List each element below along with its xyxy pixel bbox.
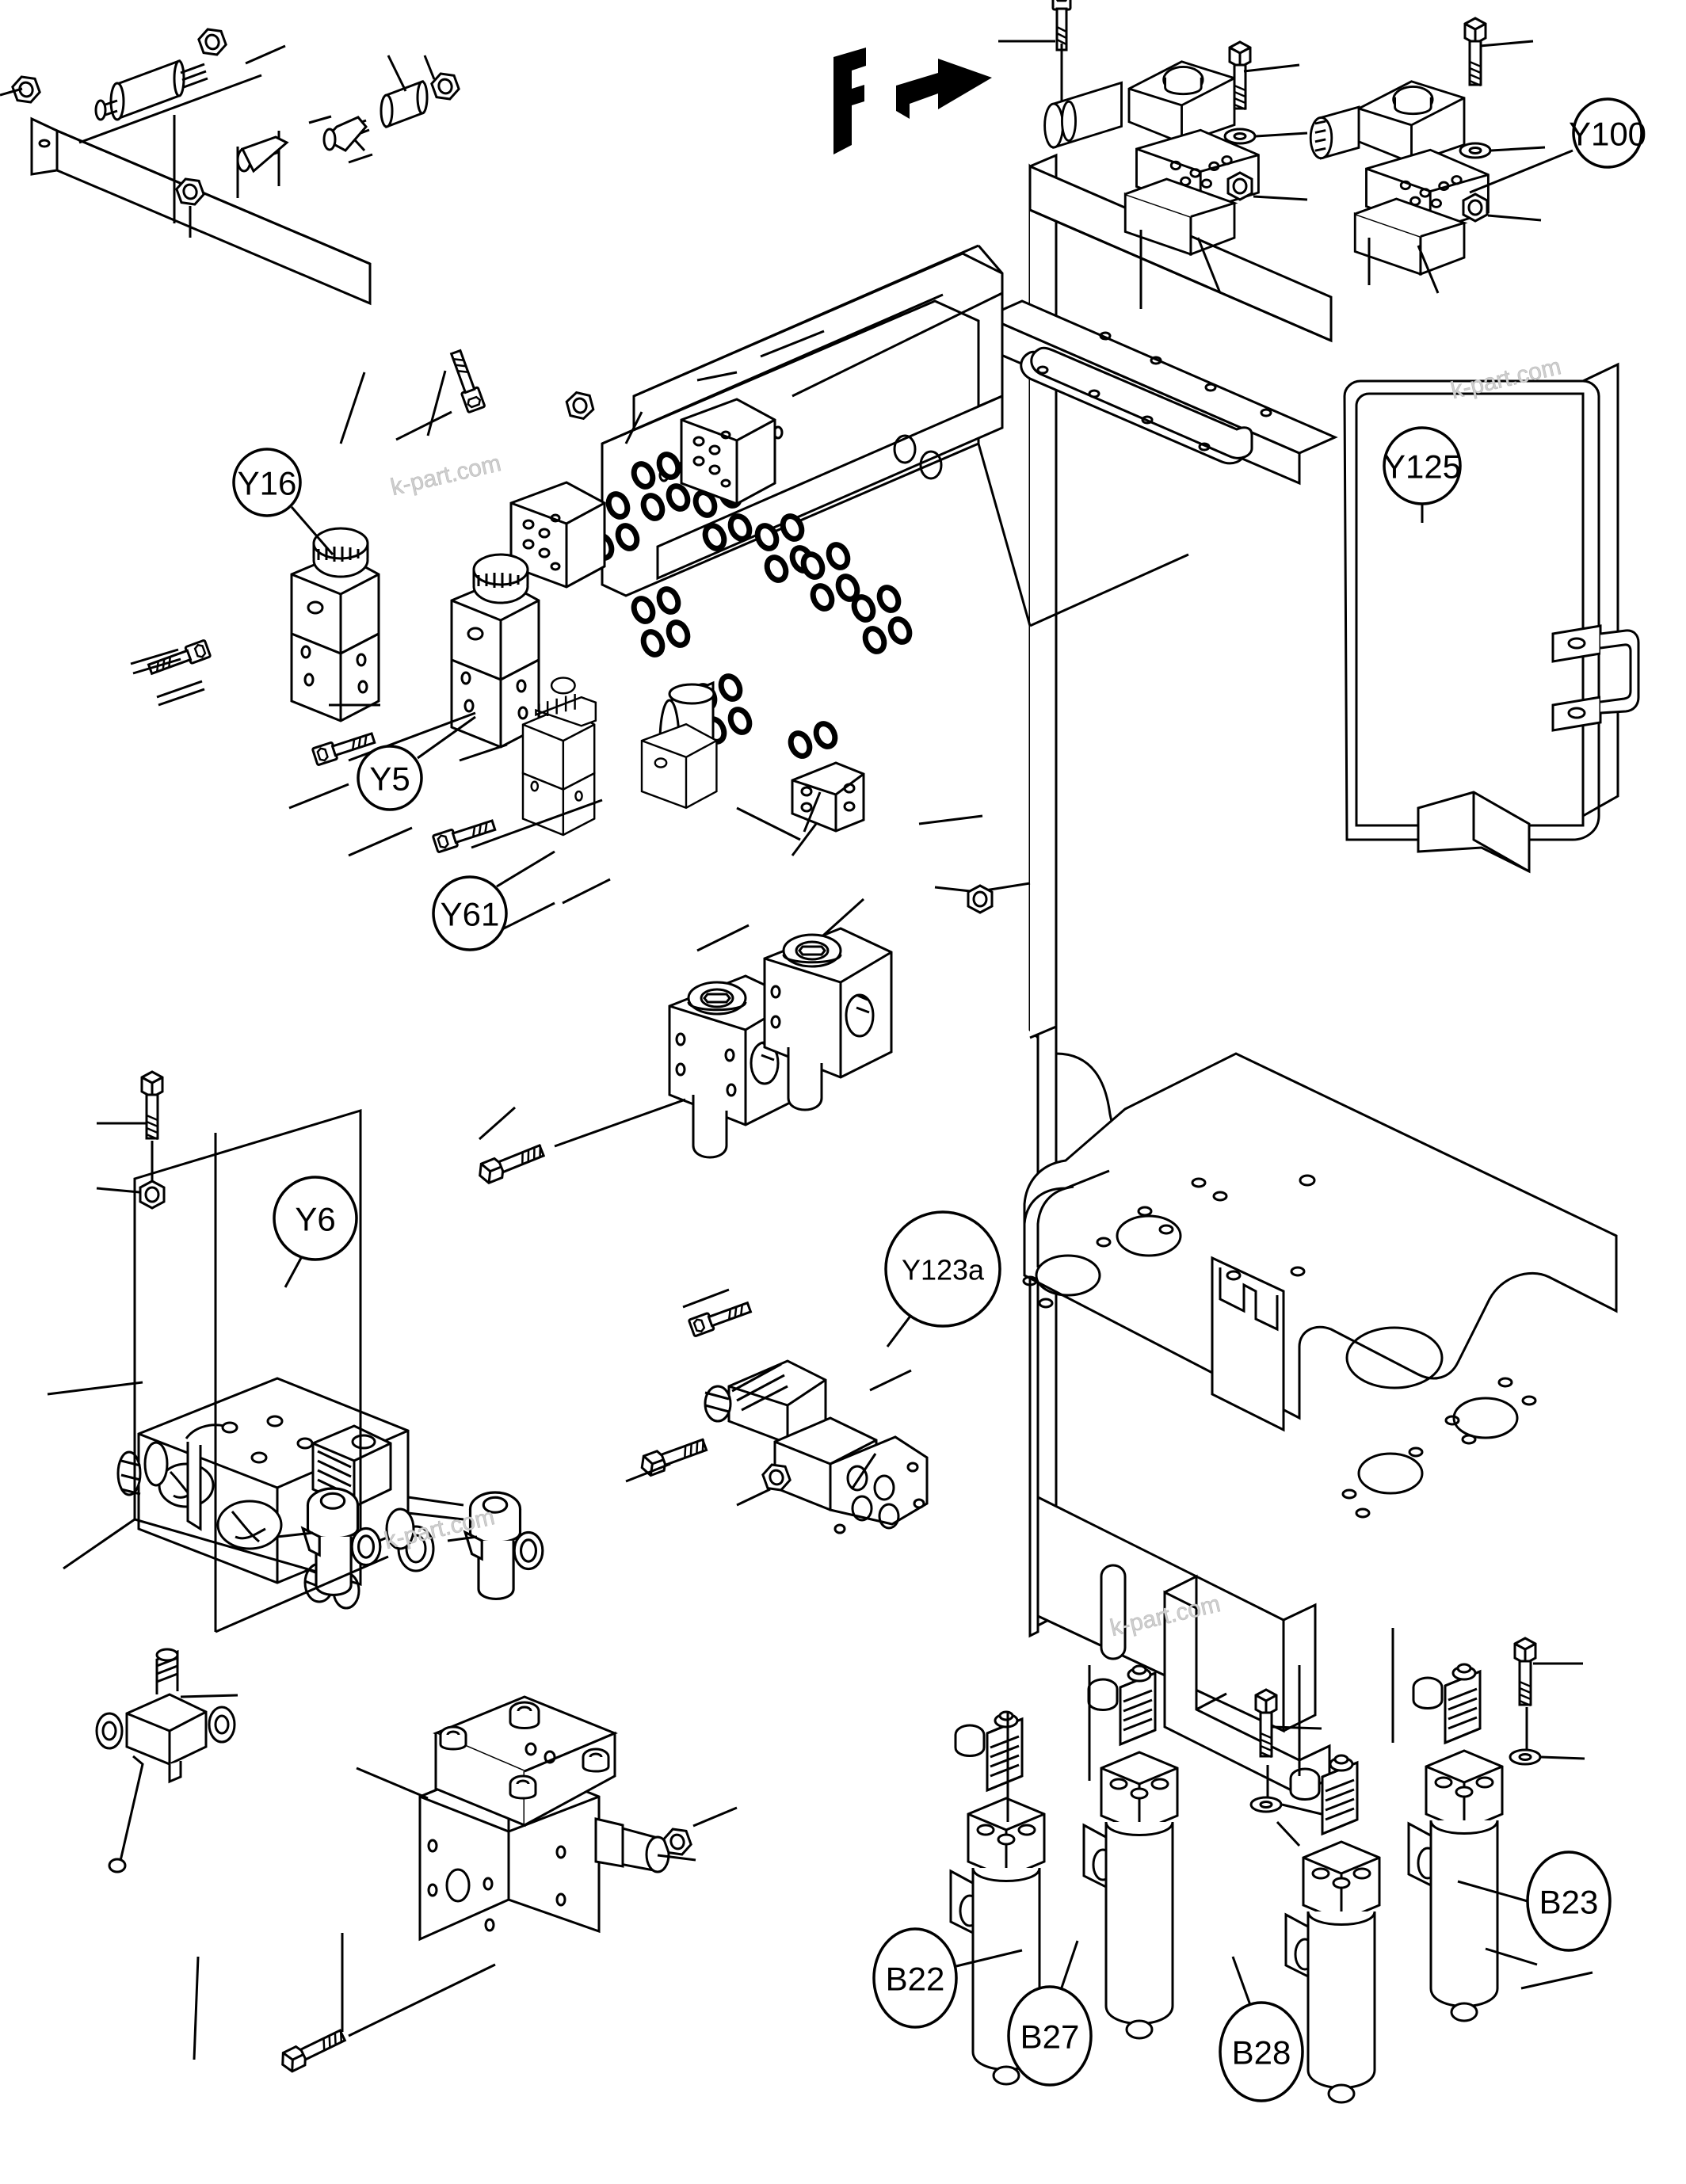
manifold-valve-bank (130, 244, 1189, 936)
solenoid-valve-Y16 (290, 527, 380, 722)
top-right-valve-group (998, 0, 1546, 309)
view-direction-indicator (833, 48, 992, 154)
callout-label: Y100 (1569, 116, 1646, 153)
callout-circle (1526, 1850, 1612, 1952)
callout-label: Y123a (902, 1254, 985, 1286)
callout-balloon-y61[interactable]: Y61 (432, 850, 555, 951)
callout-label: Y6 (295, 1201, 335, 1238)
callout-balloon-y123a[interactable]: Y123a (884, 1210, 1001, 1347)
callout-circle (232, 448, 302, 517)
callout-leader-line (284, 1257, 303, 1288)
callout-balloon-b28[interactable]: B28 (1219, 1956, 1304, 2102)
callout-leader-line (1231, 1956, 1252, 2006)
callout-label: Y5 (369, 760, 410, 798)
callout-label: Y61 (441, 896, 500, 933)
solenoid-valve-Y5 (450, 553, 540, 749)
lower-center-valve-group (625, 1288, 929, 1534)
spacer-and-bolt-group (236, 55, 463, 198)
callout-leader-line (496, 850, 555, 888)
callout-label: B27 (1020, 2018, 1080, 2056)
callout-leader-line (1457, 1880, 1528, 1903)
callout-circle (884, 1210, 1001, 1328)
mid-center-valve-pair (475, 878, 893, 1187)
callout-label: Y16 (238, 465, 297, 502)
callout-circle (1383, 426, 1462, 505)
bottom-left-valve-group (95, 1648, 738, 2075)
callout-leader-line (1059, 1940, 1079, 1991)
callout-circle (1219, 2001, 1304, 2102)
callout-balloon-b22[interactable]: B22 (872, 1927, 1023, 2029)
top-left-rod-assembly (0, 24, 372, 306)
callout-label: B23 (1539, 1884, 1599, 1921)
callout-leader-line (1469, 149, 1573, 194)
callout-label: Y125 (1383, 448, 1461, 486)
callout-balloon-y6[interactable]: Y6 (273, 1176, 358, 1288)
callout-leader-line (417, 715, 476, 760)
callout-leader-line (956, 1949, 1023, 1968)
callout-balloon-b23[interactable]: B23 (1457, 1850, 1612, 1952)
callout-leader-line (290, 506, 334, 555)
callout-balloon-y16[interactable]: Y16 (232, 448, 334, 555)
callout-circle (273, 1176, 358, 1261)
callout-circle (432, 875, 508, 951)
solenoid-valve-Y61 (521, 677, 597, 837)
callout-circle (1572, 97, 1643, 169)
callout-label: B28 (1232, 2034, 1291, 2072)
callout-balloon-b27[interactable]: B27 (1007, 1940, 1093, 2087)
callout-balloon-y5[interactable]: Y5 (357, 715, 476, 811)
callout-balloon-y125[interactable]: Y125 (1383, 426, 1462, 523)
callout-label: B22 (886, 1961, 945, 1998)
callout-circle (872, 1927, 958, 2029)
callout-circle (357, 745, 423, 811)
lower-left-valve-group (47, 1070, 544, 1633)
callout-leader-line (886, 1314, 913, 1347)
main-mounting-panel (983, 153, 1640, 1797)
callout-balloon-y100[interactable]: Y100 (1469, 97, 1646, 194)
callout-circle (1007, 1985, 1093, 2087)
